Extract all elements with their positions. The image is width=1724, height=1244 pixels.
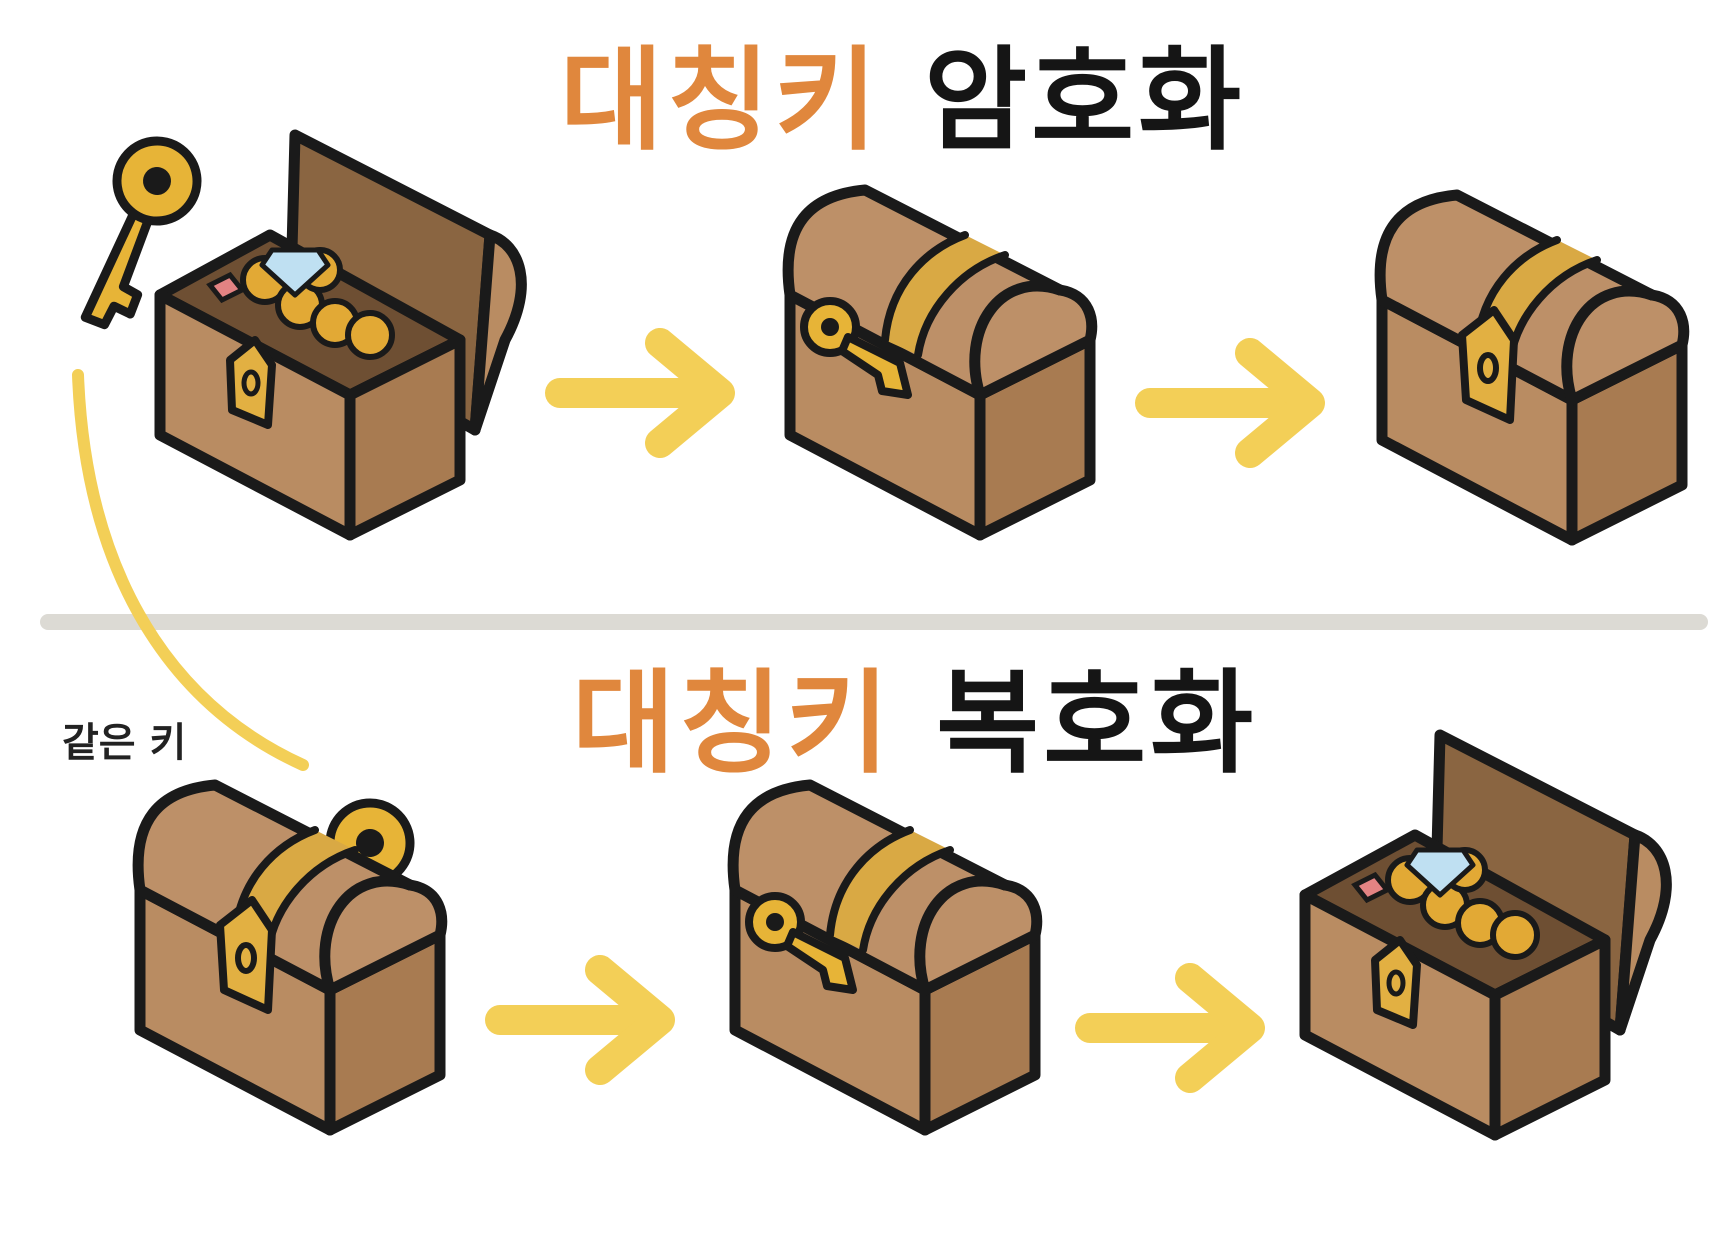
- encryption-title-accent: 대칭키: [560, 36, 881, 166]
- decryption-arrow-2: [1090, 978, 1250, 1078]
- encryption-chest-locking: [788, 190, 1092, 535]
- decryption-open-treasure-chest: [1305, 735, 1666, 1135]
- decryption-title-rest: 복호화: [936, 659, 1257, 789]
- decryption-title-accent: 대칭키: [572, 659, 893, 789]
- encryption-arrow-1: [560, 343, 720, 443]
- encryption-title-rest: 암호화: [924, 36, 1245, 166]
- decryption-chest-unlocking: [733, 785, 1037, 1130]
- encryption-title: 대칭키 암호화: [560, 45, 1245, 157]
- encryption-locked-chest: [1380, 195, 1684, 540]
- decryption-title: 대칭키 복호화: [572, 668, 1257, 780]
- same-key-label: 같은 키: [62, 710, 186, 768]
- encryption-arrow-2: [1150, 353, 1310, 453]
- decryption-arrow-1: [500, 970, 660, 1070]
- encryption-open-treasure-chest: [160, 135, 521, 535]
